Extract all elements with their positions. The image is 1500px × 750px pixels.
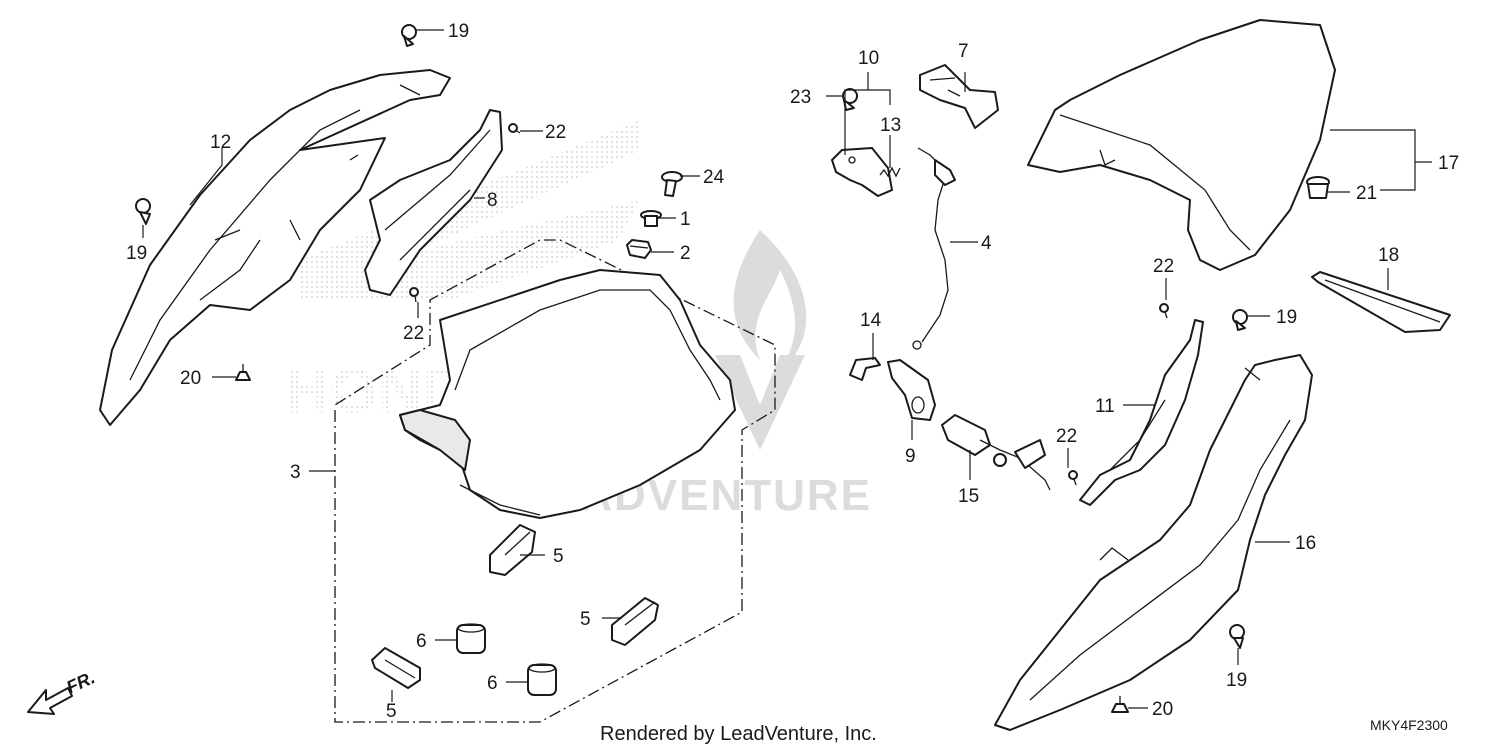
- callout-10: 10: [858, 48, 879, 69]
- callout-22: 22: [1056, 426, 1077, 447]
- callout-3: 3: [290, 462, 301, 483]
- rendered-by-text: Rendered by LeadVenture, Inc.: [600, 723, 877, 745]
- part-11-right-bracket: [1079, 319, 1204, 506]
- diagram-code: MKY4F2300: [1370, 717, 1448, 733]
- part-6-cushion-a: [456, 623, 486, 654]
- part-22-screw-b: [409, 287, 419, 303]
- part-1-collar: [640, 210, 662, 227]
- part-19-bolt-bottom: [1229, 624, 1245, 649]
- callout-13: 13: [880, 115, 901, 136]
- callout-19: 19: [1276, 307, 1297, 328]
- callout-19: 19: [1226, 670, 1247, 691]
- callout-22: 22: [545, 122, 566, 143]
- part-3-seat: [399, 269, 736, 519]
- callout-22: 22: [403, 323, 424, 344]
- part-19-bolt-right: [1232, 309, 1248, 331]
- callout-6: 6: [416, 631, 427, 652]
- part-24-bolt: [661, 171, 683, 197]
- callout-6: 6: [487, 673, 498, 694]
- callout-17: 17: [1438, 153, 1459, 174]
- callout-2: 2: [680, 243, 691, 264]
- part-5-cushion-b: [611, 597, 659, 646]
- arrow-icon: [27, 687, 73, 715]
- callout-labels: 19 12 19 22 8 22 20 24 1 2 3 5 5 6 6 5 1…: [126, 21, 1459, 722]
- part-23-bolt: [842, 88, 858, 111]
- part-21-rubber: [1306, 176, 1330, 199]
- callout-1: 1: [680, 209, 691, 230]
- part-19-bolt-left: [135, 198, 151, 225]
- callout-19: 19: [126, 243, 147, 264]
- callout-7: 7: [958, 41, 969, 62]
- callout-5: 5: [553, 546, 564, 567]
- callout-16: 16: [1295, 533, 1316, 554]
- callout-22: 22: [1153, 256, 1174, 277]
- part-9-plate: [887, 359, 936, 421]
- callout-4: 4: [981, 233, 992, 254]
- part-20-clip-right: [1111, 696, 1129, 713]
- part-5-cushion-a: [489, 524, 536, 576]
- part-22-screw-d: [1068, 470, 1078, 486]
- part-10-seat-latch: [831, 147, 893, 197]
- part-2-grommet: [626, 239, 652, 259]
- callout-23: 23: [790, 87, 811, 108]
- part-22-screw-a: [508, 123, 521, 134]
- part-8-left-bracket: [364, 109, 503, 296]
- callout-11: 11: [1095, 396, 1115, 417]
- part-7-bracket: [919, 64, 999, 129]
- callout-19: 19: [448, 21, 469, 42]
- front-direction-arrow: FR.: [27, 667, 98, 715]
- leader-lines: [142, 29, 1432, 709]
- part-5-cushion-c: [371, 647, 421, 689]
- callout-18: 18: [1378, 245, 1399, 266]
- callout-24: 24: [703, 167, 725, 188]
- callout-5: 5: [580, 609, 591, 630]
- callout-20: 20: [180, 368, 201, 389]
- part-18-strap: [1311, 271, 1451, 333]
- part-22-screw-c: [1159, 303, 1169, 319]
- part-12-left-side-cover: [99, 69, 451, 426]
- part-16-right-side-cover: [994, 354, 1313, 731]
- callout-5: 5: [386, 701, 397, 722]
- part-15-seat-lock: [941, 414, 1051, 491]
- seat-assembly-frame: [334, 239, 776, 723]
- callout-14: 14: [860, 310, 882, 331]
- part-6-cushion-b: [527, 663, 557, 696]
- part-17-rear-seat: [1027, 19, 1336, 271]
- callout-12: 12: [210, 132, 231, 153]
- callout-8: 8: [487, 190, 498, 211]
- part-4-seat-cable: [912, 147, 956, 350]
- part-13-spring: [879, 166, 901, 178]
- part-20-clip-left: [235, 364, 251, 381]
- part-14-clip: [849, 357, 881, 381]
- callout-20: 20: [1152, 699, 1173, 720]
- part-19-bolt-top: [401, 24, 417, 47]
- callout-15: 15: [958, 486, 979, 507]
- callout-9: 9: [905, 446, 916, 467]
- callout-21: 21: [1356, 183, 1377, 204]
